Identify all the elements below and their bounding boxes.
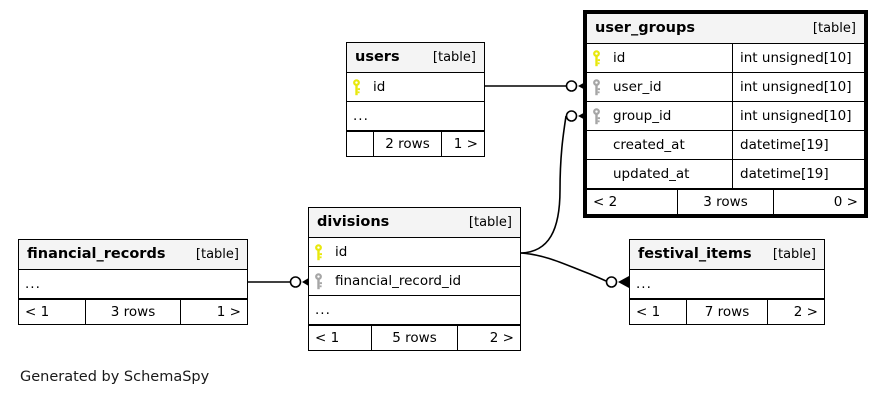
footer-prev[interactable]: < 1 [636,304,661,320]
column-name: user_id [613,79,662,95]
table-users-footer: 2 rows 1 > [347,131,484,156]
footer-next[interactable]: 1 > [453,136,478,152]
column-name: ... [636,276,652,292]
column-name: ... [315,302,331,318]
column-name: group_id [613,108,672,124]
column-type: int unsigned[10] [732,102,864,130]
table-row[interactable]: ... [630,270,824,299]
table-user-groups-header: user_groups [table] [587,14,864,44]
table-row[interactable]: updated_at datetime[19] [587,160,864,189]
no-key-spacer [587,160,606,188]
footer-prev[interactable]: < 1 [25,304,50,320]
table-users[interactable]: users [table] id ... 2 rows 1 > [346,42,485,157]
table-user-groups[interactable]: user_groups [table] id int unsigned[10] [583,10,868,218]
table-financial-records-kind: [table] [195,246,239,262]
column-name: updated_at [613,166,690,182]
footer-next[interactable]: 0 > [833,194,858,210]
foreign-key-icon [309,267,328,295]
table-row[interactable]: user_id int unsigned[10] [587,73,864,102]
table-row[interactable]: id [347,73,484,102]
column-type: datetime[19] [732,131,864,159]
table-users-header: users [table] [347,43,484,73]
generated-by-caption: Generated by SchemaSpy [20,369,210,385]
column-name: id [335,244,348,260]
primary-key-icon [587,44,606,72]
edge-divisions-to-user-groups [520,115,567,254]
table-divisions-header: divisions [table] [309,208,520,238]
table-user-groups-kind: [table] [812,20,856,36]
footer-prev[interactable]: < 1 [315,330,340,346]
table-users-kind: [table] [432,49,476,65]
table-users-title: users [355,49,400,65]
table-financial-records-footer: < 1 3 rows 1 > [19,299,247,324]
table-row[interactable]: financial_record_id [309,267,520,296]
footer-rows: 3 rows [85,300,181,324]
table-row[interactable]: created_at datetime[19] [587,131,864,160]
table-user-groups-footer: < 2 3 rows 0 > [587,189,864,214]
column-type: int unsigned[10] [732,44,864,72]
column-name: id [373,79,386,95]
primary-key-icon [347,73,366,101]
footer-rows: 3 rows [677,190,774,214]
column-name: id [613,50,626,66]
table-row[interactable]: ... [347,102,484,131]
table-financial-records-title: financial_records [27,246,166,262]
table-festival-items-footer: < 1 7 rows 2 > [630,299,824,324]
column-name: ... [25,276,41,292]
primary-key-icon [309,238,328,266]
footer-rows: 5 rows [371,326,458,350]
table-divisions-kind: [table] [468,214,512,230]
table-row[interactable]: group_id int unsigned[10] [587,102,864,131]
table-row[interactable]: ... [19,270,247,299]
column-type: datetime[19] [732,160,864,188]
column-name: financial_record_id [335,273,462,289]
edge-divisions-to-festival-items [520,252,607,282]
footer-prev[interactable]: < 2 [593,194,618,210]
table-row[interactable]: id [309,238,520,267]
footer-rows: 7 rows [686,300,768,324]
footer-next[interactable]: 2 > [793,304,818,320]
footer-rows: 2 rows [373,132,442,156]
footer-prev[interactable] [347,132,373,156]
table-financial-records-header: financial_records [table] [19,240,247,270]
column-name: created_at [613,137,685,153]
table-divisions-footer: < 1 5 rows 2 > [309,325,520,350]
footer-next[interactable]: 2 > [489,330,514,346]
table-divisions-title: divisions [317,214,390,230]
column-type: int unsigned[10] [732,73,864,101]
table-row[interactable]: ... [309,296,520,325]
foreign-key-icon [587,73,606,101]
column-name: ... [353,108,369,124]
table-festival-items-title: festival_items [638,246,752,262]
foreign-key-icon [587,102,606,130]
table-row[interactable]: id int unsigned[10] [587,44,864,73]
table-festival-items-kind: [table] [772,246,816,262]
no-key-spacer [587,131,606,159]
table-divisions[interactable]: divisions [table] id [308,207,521,351]
table-user-groups-title: user_groups [595,20,696,36]
table-festival-items-header: festival_items [table] [630,240,824,270]
table-festival-items[interactable]: festival_items [table] ... < 1 7 rows 2 … [629,239,825,325]
table-financial-records[interactable]: financial_records [table] ... < 1 3 rows… [18,239,248,325]
footer-next[interactable]: 1 > [216,304,241,320]
